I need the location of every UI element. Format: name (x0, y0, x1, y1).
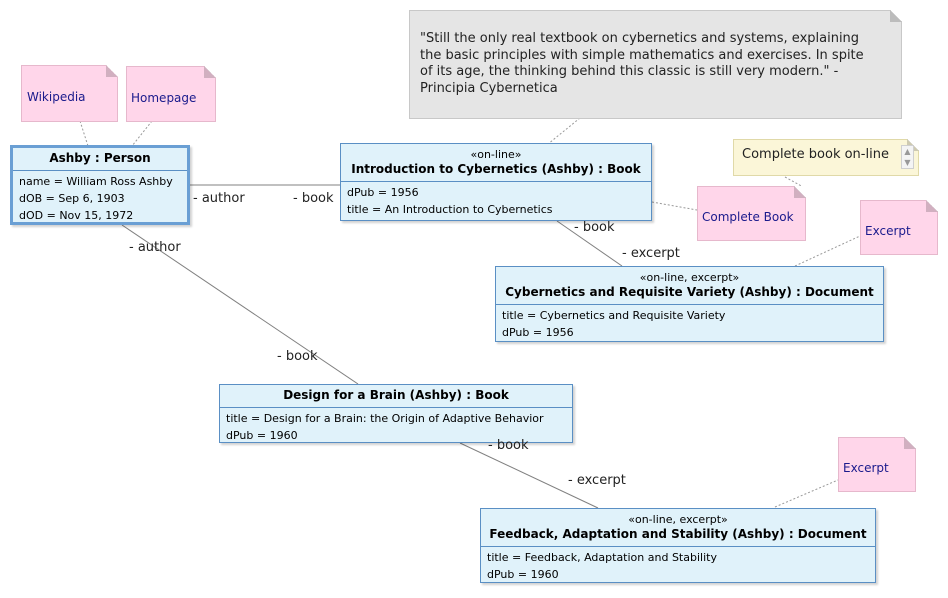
note-complete-book[interactable]: Complete Book (697, 186, 806, 241)
attr-title: title = Feedback, Adaptation and Stabili… (487, 551, 717, 564)
object-design-for-a-brain[interactable]: Design for a Brain (Ashby) : Book title … (219, 384, 573, 443)
spin-down-icon[interactable]: ▼ (904, 158, 911, 167)
object-ashby-person[interactable]: Ashby : Person name = William Ross Ashby… (10, 145, 190, 225)
object-stereotype: «on-line» (470, 148, 522, 161)
attr-dob: dOB = Sep 6, 1903 (19, 192, 125, 205)
object-name: Ashby : Person (49, 151, 151, 165)
object-name: Feedback, Adaptation and Stability (Ashb… (489, 527, 867, 541)
role-book-4: - book (488, 438, 529, 453)
role-book-2: - book (277, 349, 318, 364)
complete-book-link[interactable]: Complete Book (702, 210, 794, 224)
object-name: Introduction to Cybernetics (Ashby) : Bo… (351, 162, 641, 176)
object-name: Design for a Brain (Ashby) : Book (283, 388, 509, 402)
object-header: «on-line, excerpt» Cybernetics and Requi… (496, 267, 883, 305)
note-fold (890, 10, 902, 22)
role-book-1: - book (293, 191, 334, 206)
anchor-homepage (131, 120, 153, 147)
note-fold (926, 200, 938, 212)
note-fold (794, 186, 806, 198)
object-header: Ashby : Person (13, 148, 187, 171)
object-stereotype: «on-line, excerpt» (628, 513, 728, 526)
attr-dpub: dPub = 1960 (487, 568, 559, 581)
object-attributes: name = William Ross Ashby dOB = Sep 6, 1… (13, 171, 187, 226)
object-name: Cybernetics and Requisite Variety (Ashby… (505, 285, 874, 299)
object-attributes: dPub = 1956 title = An Introduction to C… (341, 182, 651, 220)
object-attributes: title = Design for a Brain: the Origin o… (220, 408, 572, 446)
attr-title: title = Design for a Brain: the Origin o… (226, 412, 544, 425)
anchor-excerpt2 (774, 479, 839, 508)
complete-online-text: Complete book on-line (742, 147, 889, 162)
attr-dpub: dPub = 1956 (347, 186, 419, 199)
anchor-quote (547, 117, 581, 145)
note-wikipedia[interactable]: Wikipedia (21, 65, 118, 122)
role-excerpt-3: - excerpt (622, 246, 680, 261)
homepage-link[interactable]: Homepage (131, 91, 197, 105)
object-attributes: title = Cybernetics and Requisite Variet… (496, 305, 883, 343)
object-header: «on-line, excerpt» Feedback, Adaptation … (481, 509, 875, 547)
role-excerpt-4: - excerpt (568, 473, 626, 488)
anchor-complete-book (651, 201, 698, 211)
object-header: «on-line» Introduction to Cybernetics (A… (341, 144, 651, 182)
role-book-3: - book (574, 220, 615, 235)
attr-title: title = An Introduction to Cybernetics (347, 203, 553, 216)
object-stereotype: «on-line, excerpt» (639, 271, 740, 284)
anchor-wikipedia (79, 120, 89, 147)
note-fold (106, 65, 118, 77)
excerpt-link-2[interactable]: Excerpt (843, 461, 889, 475)
spinner-control[interactable]: ▲▼ (901, 145, 914, 169)
role-author-1: - author (193, 191, 245, 206)
note-fold (904, 437, 916, 449)
attr-name: name = William Ross Ashby (19, 175, 173, 188)
attr-title: title = Cybernetics and Requisite Variet… (502, 309, 726, 322)
note-quote[interactable]: "Still the only real textbook on cyberne… (409, 10, 902, 119)
object-intro-cybernetics[interactable]: «on-line» Introduction to Cybernetics (A… (340, 143, 652, 221)
note-complete-online[interactable]: Complete book on-line ▲▼ (733, 139, 919, 176)
object-attributes: title = Feedback, Adaptation and Stabili… (481, 547, 875, 585)
quote-text: "Still the only real textbook on cyberne… (420, 31, 864, 96)
excerpt-link-1[interactable]: Excerpt (865, 224, 911, 238)
object-header: Design for a Brain (Ashby) : Book (220, 385, 572, 408)
wikipedia-link[interactable]: Wikipedia (27, 90, 86, 104)
note-homepage[interactable]: Homepage (126, 66, 216, 122)
attr-dpub: dPub = 1956 (502, 326, 574, 339)
note-fold (204, 66, 216, 78)
attr-dod: dOD = Nov 15, 1972 (19, 209, 134, 222)
spin-up-icon[interactable]: ▲ (904, 147, 911, 156)
note-excerpt-2[interactable]: Excerpt (838, 437, 916, 492)
role-author-2: - author (129, 240, 181, 255)
object-requisite-variety[interactable]: «on-line, excerpt» Cybernetics and Requi… (495, 266, 884, 342)
object-feedback-adaptation[interactable]: «on-line, excerpt» Feedback, Adaptation … (480, 508, 876, 583)
note-excerpt-1[interactable]: Excerpt (860, 200, 938, 255)
attr-dpub: dPub = 1960 (226, 429, 298, 442)
